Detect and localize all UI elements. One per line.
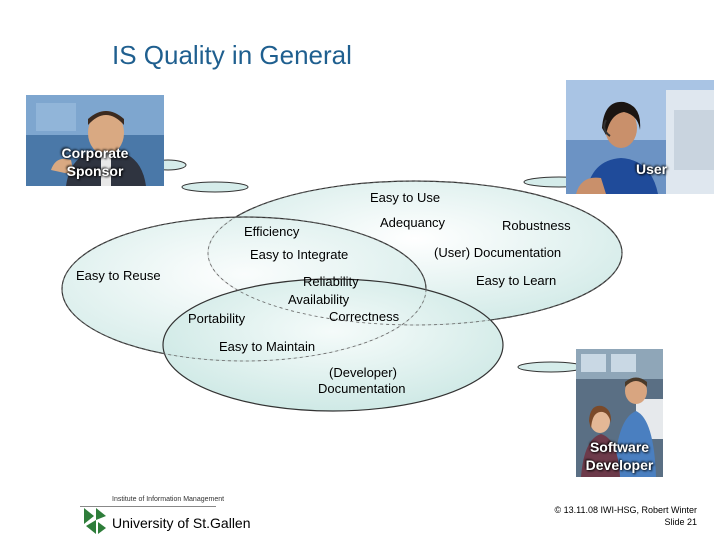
label-reliability: Reliability: [303, 274, 359, 289]
label-efficiency: Efficiency: [244, 224, 300, 239]
developer-ellipse: [162, 278, 504, 412]
label-user-documentation: (User) Documentation: [434, 245, 562, 260]
label-adequancy: Adequancy: [380, 215, 446, 230]
sponsor-image: [26, 95, 164, 186]
label-correctness: Correctness: [329, 309, 400, 324]
institute-name: Institute of Information Management: [112, 496, 225, 503]
label-easy-to-maintain: Easy to Maintain: [219, 339, 316, 354]
university-name: University of St.Gallen: [112, 515, 251, 531]
user-ellipse-dashed: [207, 180, 623, 326]
bubble: [181, 181, 249, 193]
label-easy-to-learn: Easy to Learn: [476, 273, 557, 288]
bubble: [517, 361, 585, 373]
user-image: [566, 80, 714, 194]
label-robustness: Robustness: [502, 218, 571, 233]
footer-credits: © 13.11.08 IWI-HSG, Robert Winter Slide …: [554, 504, 697, 528]
developer-label: Software Developer: [585, 439, 654, 473]
label-availability: Availability: [288, 292, 350, 307]
user-label: User: [636, 161, 668, 177]
sponsor-photo: [26, 95, 164, 186]
developer-photo: [576, 349, 663, 477]
label-portability: Portability: [188, 311, 246, 326]
label-easy-to-use: Easy to Use: [370, 190, 441, 205]
label-easy-to-reuse: Easy to Reuse: [76, 268, 161, 283]
label-developer-documentation-1: (Developer): [329, 365, 397, 380]
label-developer-documentation-2: Documentation: [318, 381, 406, 396]
slide-title: IS Quality in General: [112, 40, 352, 70]
logo-divider: [80, 506, 216, 507]
slide-number: Slide 21: [664, 517, 697, 527]
developer-image: [576, 349, 663, 477]
user-photo: [566, 80, 714, 194]
hsg-logo-icon: [84, 508, 106, 534]
sponsor-ellipse-dashed: [61, 216, 427, 362]
copyright-text: © 13.11.08 IWI-HSG, Robert Winter: [554, 505, 697, 515]
sponsor-label: Corporate Sponsor: [61, 145, 129, 179]
label-easy-to-integrate: Easy to Integrate: [250, 247, 349, 262]
